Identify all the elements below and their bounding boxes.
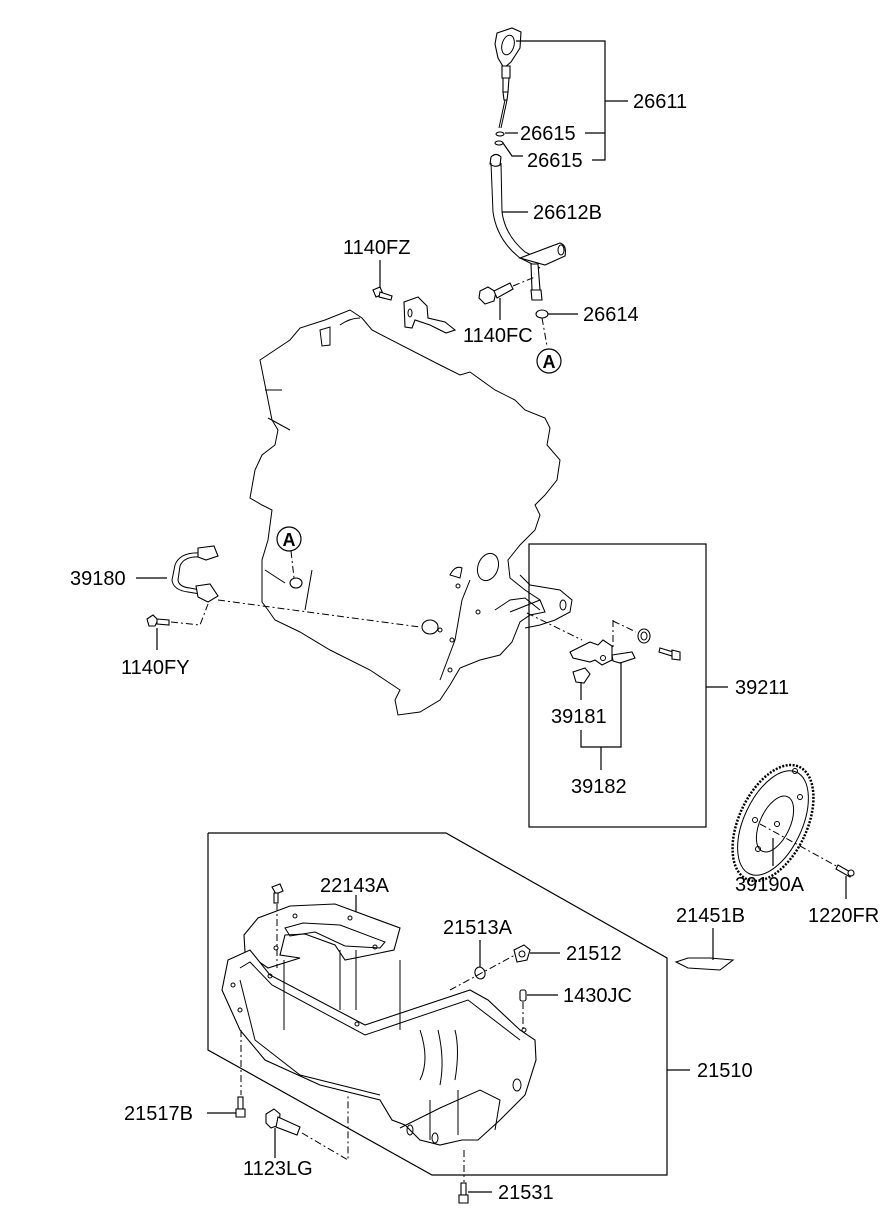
- reference-marker-a-block: A: [276, 526, 302, 552]
- marker-letter: A: [283, 530, 296, 550]
- label-1123lg[interactable]: 1123LG: [243, 1158, 313, 1180]
- o-ring-upper[interactable]: [495, 131, 505, 137]
- label-39180[interactable]: 39180: [70, 568, 126, 590]
- clip-39181[interactable]: [572, 667, 591, 684]
- o-ring-lower[interactable]: [494, 140, 504, 146]
- bolt-21531[interactable]: [458, 1182, 469, 1204]
- drain-plug-gasket[interactable]: [473, 966, 487, 981]
- oil-level-gauge[interactable]: [494, 27, 522, 129]
- o-ring-26614[interactable]: [535, 309, 549, 319]
- baffle-plate[interactable]: [243, 903, 401, 969]
- drain-plug[interactable]: [513, 944, 531, 963]
- label-26615-lower[interactable]: 26615: [527, 150, 583, 172]
- stud-bolt[interactable]: [235, 1096, 246, 1118]
- label-39211[interactable]: 39211: [735, 677, 789, 699]
- label-21451b[interactable]: 21451B: [676, 905, 745, 927]
- crank-position-sensor[interactable]: [171, 545, 219, 603]
- engine-block-outline: [249, 309, 573, 716]
- dowel-pin[interactable]: [519, 989, 527, 1002]
- grommet[interactable]: [637, 628, 651, 644]
- label-1140fy[interactable]: 1140FY: [121, 657, 190, 679]
- baffle-bolt[interactable]: [271, 883, 284, 904]
- label-39182[interactable]: 39182: [571, 776, 627, 798]
- screw-1220fr[interactable]: [835, 864, 855, 878]
- gauge-bracket: [403, 296, 457, 334]
- sensor-bracket[interactable]: [569, 639, 636, 666]
- label-1140fz[interactable]: 1140FZ: [343, 237, 410, 259]
- bolt-1140fz[interactable]: [372, 286, 393, 301]
- label-1220fr[interactable]: 1220FR: [808, 905, 879, 927]
- label-39181[interactable]: 39181: [551, 706, 607, 728]
- bracket-assembly-box: [528, 543, 707, 828]
- label-21517b[interactable]: 21517B: [124, 1103, 193, 1125]
- label-26611[interactable]: 26611: [633, 91, 687, 113]
- reference-marker-a-top: A: [536, 348, 562, 374]
- label-21531[interactable]: 21531: [498, 1182, 554, 1204]
- label-1430jc[interactable]: 1430JC: [563, 985, 632, 1007]
- bolt-1123lg[interactable]: [265, 1108, 301, 1136]
- label-21510[interactable]: 21510: [697, 1060, 753, 1082]
- label-1140fc[interactable]: 1140FC: [463, 325, 533, 347]
- label-26615-upper[interactable]: 26615: [520, 123, 576, 145]
- label-26612b[interactable]: 26612B: [533, 202, 602, 224]
- bolt-1140fy[interactable]: [146, 614, 170, 627]
- marker-letter: A: [543, 352, 556, 372]
- label-21512[interactable]: 21512: [566, 943, 622, 965]
- sealant-tube[interactable]: [674, 957, 735, 971]
- label-22143a[interactable]: 22143A: [320, 875, 390, 897]
- bolt-1140fc[interactable]: [478, 282, 514, 305]
- label-39190a[interactable]: 39190A: [735, 874, 805, 896]
- label-26614[interactable]: 26614: [583, 304, 639, 326]
- oil-pan-assembly-box: [207, 832, 668, 1176]
- oil-pan[interactable]: [221, 949, 537, 1146]
- label-21513a[interactable]: 21513A: [443, 917, 513, 939]
- oil-gauge-tube[interactable]: [489, 153, 566, 301]
- sensor-wheel[interactable]: [716, 752, 830, 893]
- bracket-bolt[interactable]: [658, 647, 681, 661]
